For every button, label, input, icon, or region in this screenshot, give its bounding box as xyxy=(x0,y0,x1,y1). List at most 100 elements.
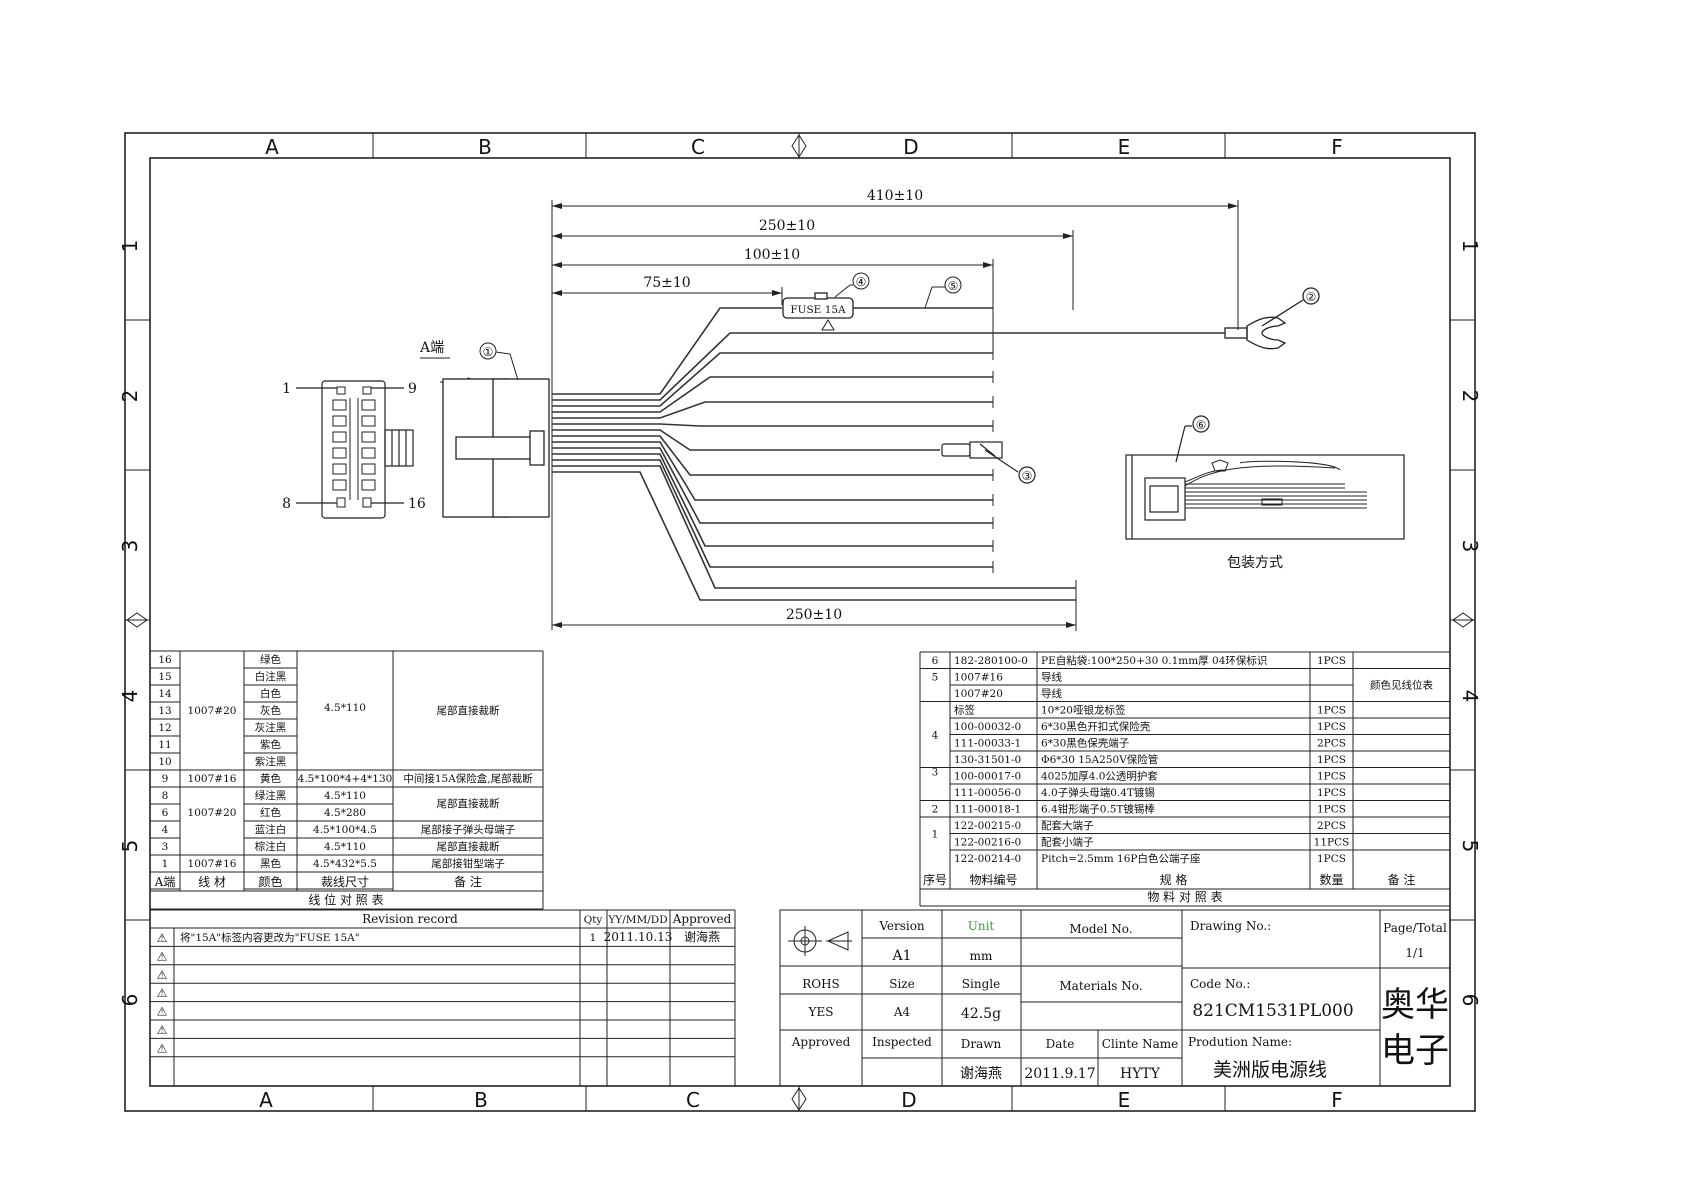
revision-mark-icon xyxy=(821,319,835,331)
company-name-line1: 奥华 xyxy=(1381,985,1449,1025)
wire-color: 紫色 xyxy=(260,738,281,751)
bom-qty: 1PCS xyxy=(1317,655,1346,667)
callout-1-label: ① xyxy=(483,345,494,359)
bom-seq: 1 xyxy=(932,829,939,841)
date-value: 2011.9.17 xyxy=(1024,1066,1095,1082)
size-label: Size xyxy=(889,977,914,991)
bom-seq: 3 xyxy=(932,767,939,779)
pin-label-8: 8 xyxy=(282,496,291,512)
dimension-75: 75±10 xyxy=(643,275,690,291)
bullet-terminal xyxy=(941,441,1036,484)
revision-header-approved: Approved xyxy=(672,912,732,926)
bom-code: 1007#16 xyxy=(954,672,1003,684)
wire-pin: 13 xyxy=(158,705,171,717)
connector-face xyxy=(296,380,414,519)
wire-table-header: 颜色 xyxy=(258,874,282,889)
bom-table-header: 序号 xyxy=(923,872,947,887)
wire-material: 1007#20 xyxy=(188,705,237,717)
bom-spec: 配套大端子 xyxy=(1041,819,1094,832)
revision-approved: 谢海燕 xyxy=(684,929,720,944)
dimension-410: 410±10 xyxy=(867,188,923,204)
wire-pin: 4 xyxy=(162,824,169,836)
wire-table-header: 备 注 xyxy=(454,874,482,889)
wire-cut-size: 4.5*110 xyxy=(324,790,366,802)
bom-spec: 导线 xyxy=(1041,671,1063,684)
bom-qty: 11PCS xyxy=(1314,837,1350,849)
single-value: 42.5g xyxy=(961,1006,1001,1022)
callout-2-label: ② xyxy=(1306,290,1317,304)
wire-pin: 6 xyxy=(162,807,169,819)
revision-mark-icon: ⚠ xyxy=(157,949,168,963)
bom-code: 130-31501-0 xyxy=(954,754,1021,766)
revision-date: 2011.10.13 xyxy=(604,930,673,944)
bom-spec: 6*30黑色开扣式保险壳 xyxy=(1041,720,1151,733)
single-label: Single xyxy=(962,977,1000,991)
bom-code: 122-00215-0 xyxy=(954,820,1021,832)
row-label-right: 2 xyxy=(1458,390,1482,403)
revision-text: 将"15A"标签内容更改为"FUSE 15A" xyxy=(180,931,360,944)
bom-table-header: 规 格 xyxy=(1160,872,1188,887)
version-value: A1 xyxy=(891,948,911,964)
revision-header: Revision record xyxy=(362,912,458,926)
wire-cut-size: 4.5*110 xyxy=(324,841,366,853)
revision-header-date: YY/MM/DD xyxy=(607,914,667,926)
revision-mark-icon: ⚠ xyxy=(157,986,168,1000)
bom-table-header: 物料编号 xyxy=(969,872,1017,887)
wire-note: 中间接15A保险盒,尾部裁断 xyxy=(403,772,533,785)
wire-color: 灰注黑 xyxy=(255,721,287,734)
pin-label-16: 16 xyxy=(408,496,426,512)
wire-bundle xyxy=(552,307,1225,601)
pin-label-1: 1 xyxy=(282,381,291,397)
client-name-label: Clinte Name xyxy=(1102,1037,1178,1051)
bom-spec: PE自粘袋:100*250+30 0.1mm厚 04环保标识 xyxy=(1041,654,1267,667)
row-label-right: 3 xyxy=(1458,540,1482,553)
wire-pin: 1 xyxy=(162,858,169,870)
wire-color: 红色 xyxy=(260,806,281,819)
col-label-top: D xyxy=(903,135,918,159)
bom-spec: 6.4钳形端子0.5T镀锡棒 xyxy=(1041,803,1155,816)
bom-code: 100-00017-0 xyxy=(954,771,1021,783)
bom-qty: 1PCS xyxy=(1317,754,1346,766)
bom-code: 111-00018-1 xyxy=(954,804,1021,816)
wire-pin: 3 xyxy=(162,841,169,853)
fuse-label: FUSE 15A xyxy=(790,304,846,316)
bom-seq: 4 xyxy=(932,730,939,742)
packaging-view xyxy=(1125,415,1405,540)
bom-spec: 配套小端子 xyxy=(1041,836,1094,849)
bom-table-header: 数量 xyxy=(1319,872,1343,887)
row-label-right: 5 xyxy=(1458,840,1482,853)
callout-4 xyxy=(834,272,870,298)
bom-qty: 1PCS xyxy=(1317,705,1346,717)
bom-code: 1007#20 xyxy=(954,688,1003,700)
code-no-label: Code No.: xyxy=(1190,977,1250,991)
col-label-bottom: F xyxy=(1331,1088,1343,1112)
zone-labels: A B C D E F A B C D E F 1 2 3 4 5 6 1 2 … xyxy=(118,135,1482,1112)
client-name-value: HYTY xyxy=(1120,1066,1161,1082)
row-label-right: 6 xyxy=(1458,994,1482,1007)
pin-label-9: 9 xyxy=(408,381,417,397)
bom-qty: 2PCS xyxy=(1317,738,1346,750)
bom-spec: Φ6*30 15A250V保险管 xyxy=(1041,753,1158,766)
rohs-value: YES xyxy=(808,1005,834,1019)
revision-mark-icon: ⚠ xyxy=(157,931,168,945)
dimension-250-bottom: 250±10 xyxy=(786,607,842,623)
dimension-lines xyxy=(551,200,1239,631)
bom-spec: 6*30黑色保壳端子 xyxy=(1041,737,1129,750)
row-label-left: 4 xyxy=(118,690,142,703)
revision-mark-icon: ⚠ xyxy=(157,1041,168,1055)
col-label-bottom: B xyxy=(474,1088,488,1112)
col-label-top: A xyxy=(265,135,279,159)
col-label-bottom: C xyxy=(686,1088,700,1112)
wire-table-header: 裁线尺寸 xyxy=(321,875,369,889)
title-block-text: Version A1 Unit mm Model No. Drawing No.… xyxy=(791,919,1449,1082)
fuse-holder xyxy=(782,292,854,319)
wire-color: 白注黑 xyxy=(255,670,287,683)
wire-note: 尾部直接裁断 xyxy=(437,704,500,717)
wire-table-header: A端 xyxy=(154,875,176,889)
wire-color: 蓝注白 xyxy=(255,823,287,836)
inspected-label: Inspected xyxy=(872,1035,932,1049)
packaging-label: 包装方式 xyxy=(1227,555,1283,571)
bom-code: 100-00032-0 xyxy=(954,721,1021,733)
dimension-100: 100±10 xyxy=(744,247,800,263)
